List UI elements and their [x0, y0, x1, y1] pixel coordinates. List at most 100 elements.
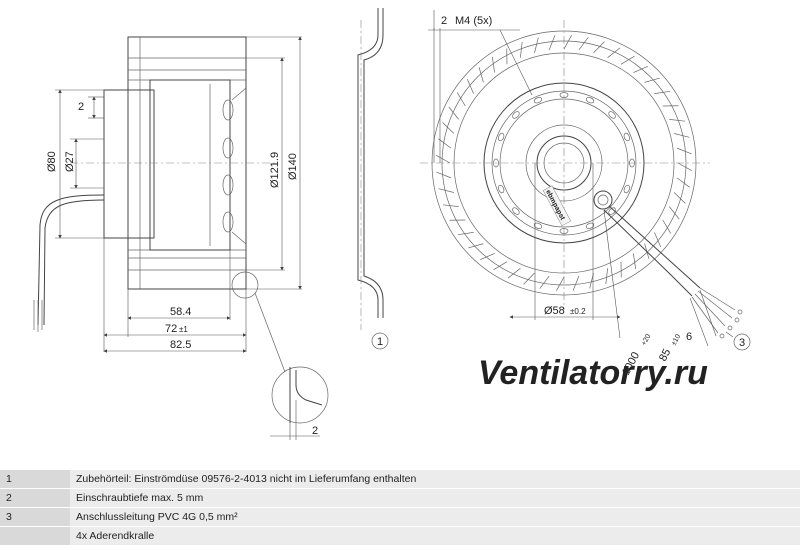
callout-3-circle	[733, 333, 751, 351]
dim-left: Ø80 Ø27 2	[46, 89, 104, 239]
dim-80: Ø80	[46, 151, 58, 172]
impeller-blade	[448, 106, 459, 120]
motor-vent-slot	[533, 97, 543, 104]
impeller-blade	[669, 119, 686, 122]
impeller-blade	[436, 155, 451, 164]
dim-6: 6	[686, 331, 692, 343]
impeller-blade	[563, 35, 572, 50]
callout-3: 3	[739, 337, 745, 349]
impeller-blade	[466, 78, 474, 94]
dim-72-tol: ±1	[179, 325, 188, 334]
motor-vent-slot	[533, 222, 543, 229]
side-view	[33, 36, 286, 373]
impeller-blade	[605, 268, 608, 285]
impeller-blade	[539, 275, 550, 289]
motor-vent-slot	[629, 158, 635, 168]
impeller-blade	[669, 206, 680, 220]
impeller-blade	[593, 41, 605, 54]
callout-1: 1	[377, 336, 383, 348]
dim-thread: M4 (5x)	[455, 15, 492, 27]
motor-vent-slot	[585, 222, 595, 229]
dim-58-4: 58.4	[170, 306, 191, 318]
callout-1-circle	[371, 332, 389, 350]
dim-85-tol: ±10	[671, 333, 683, 347]
motor-vent-slot	[585, 97, 595, 104]
impeller-blade	[442, 204, 459, 207]
dim-140: Ø140	[287, 153, 299, 180]
technical-drawing: Ø80 Ø27 2 Ø121.9 Ø140 58.4 72 ±1 82.5 2	[33, 8, 751, 440]
dim-1000-tol: +20	[641, 333, 653, 347]
dim-82-5: 82.5	[170, 339, 191, 351]
table-row: 1 Zubehörteil: Einströmdüse 09576-2-4013…	[0, 470, 800, 489]
motor-vent-slot	[559, 92, 569, 98]
dim-2-top: 2	[78, 101, 84, 113]
note-number: 1	[0, 470, 70, 489]
impeller-blade	[479, 253, 495, 261]
front-view: ebmpapst 3	[420, 20, 751, 351]
note-text: Anschlussleitung PVC 4G 0,5 mm²	[70, 507, 800, 527]
impeller-blade	[677, 162, 692, 171]
table-row: 3 Anschlussleitung PVC 4G 0,5 mm²	[0, 507, 800, 527]
detail-view: 2	[270, 366, 329, 440]
dim-58-tol: ±0.2	[570, 307, 586, 316]
impeller-blade	[491, 56, 495, 73]
impeller-blade	[633, 253, 637, 270]
impeller-blade	[456, 92, 466, 107]
motor-vent-slot	[608, 111, 616, 119]
impeller-blade	[442, 122, 455, 134]
impeller-blade	[478, 67, 484, 83]
note-text: 4x Aderendkralle	[70, 526, 800, 546]
impeller-blade	[607, 47, 621, 58]
impeller-blade	[436, 171, 452, 179]
motor-vent-slot	[559, 228, 569, 234]
note-text: Einschraubtiefe max. 5 mm	[70, 488, 800, 508]
impeller-blade	[520, 41, 523, 58]
impeller-blade	[438, 138, 452, 149]
impeller-blade	[662, 219, 672, 234]
impeller-blade	[654, 90, 671, 94]
notes-table: 1 Zubehörteil: Einströmdüse 09576-2-4013…	[0, 470, 800, 546]
motor-vent-slot	[498, 132, 505, 142]
motor-vent-slot	[512, 207, 520, 215]
dim-detail-2: 2	[312, 425, 318, 437]
impeller-blade	[673, 192, 686, 204]
motor-vent-slot	[623, 184, 630, 194]
impeller-blade	[523, 272, 535, 285]
impeller-blade	[654, 232, 662, 248]
dim-121-9: Ø121.9	[269, 152, 281, 188]
impeller-blade	[534, 37, 539, 53]
motor-vent-slot	[623, 132, 630, 142]
note-number: 3	[0, 507, 70, 527]
impeller-blade	[438, 188, 454, 193]
note-text: Zubehörteil: Einströmdüse 09576-2-4013 n…	[70, 470, 800, 489]
table-row: 4x Aderendkralle	[0, 526, 800, 546]
dim-front-2: 2	[441, 15, 447, 27]
dim-85: 85	[657, 347, 673, 363]
impeller-blade	[674, 133, 690, 138]
dim-27: Ø27	[64, 151, 76, 172]
dim-front: 2 M4 (5x) Ø58 ±0.2 1000 +20 85 ±10 6	[428, 10, 717, 377]
impeller-blade	[457, 232, 474, 236]
impeller-blade	[644, 77, 660, 83]
dim-58: Ø58	[544, 305, 565, 317]
inlet-nozzle: 1	[357, 8, 389, 350]
motor-vent-slot	[512, 111, 520, 119]
note-number	[0, 526, 70, 546]
impeller-blade	[572, 275, 580, 291]
impeller-blade	[578, 37, 589, 51]
impeller-blade	[507, 268, 521, 279]
impeller-blade	[493, 261, 508, 271]
dim-72: 72	[165, 323, 177, 335]
motor-vent-slot	[498, 184, 505, 194]
impeller-blade	[468, 243, 484, 249]
impeller-blade	[633, 65, 649, 73]
dim-bottom: 58.4 72 ±1 82.5	[103, 238, 247, 353]
motor-vent-slot	[493, 158, 499, 168]
impeller-blade	[556, 276, 565, 291]
dim-right: Ø121.9 Ø140	[246, 36, 302, 290]
table-row: 2 Einschraubtiefe max. 5 mm	[0, 488, 800, 508]
impeller-blade	[676, 147, 692, 155]
impeller-blade	[620, 55, 635, 65]
watermark: Ventilatorry.ru	[478, 354, 708, 392]
impeller-blade	[548, 35, 556, 51]
